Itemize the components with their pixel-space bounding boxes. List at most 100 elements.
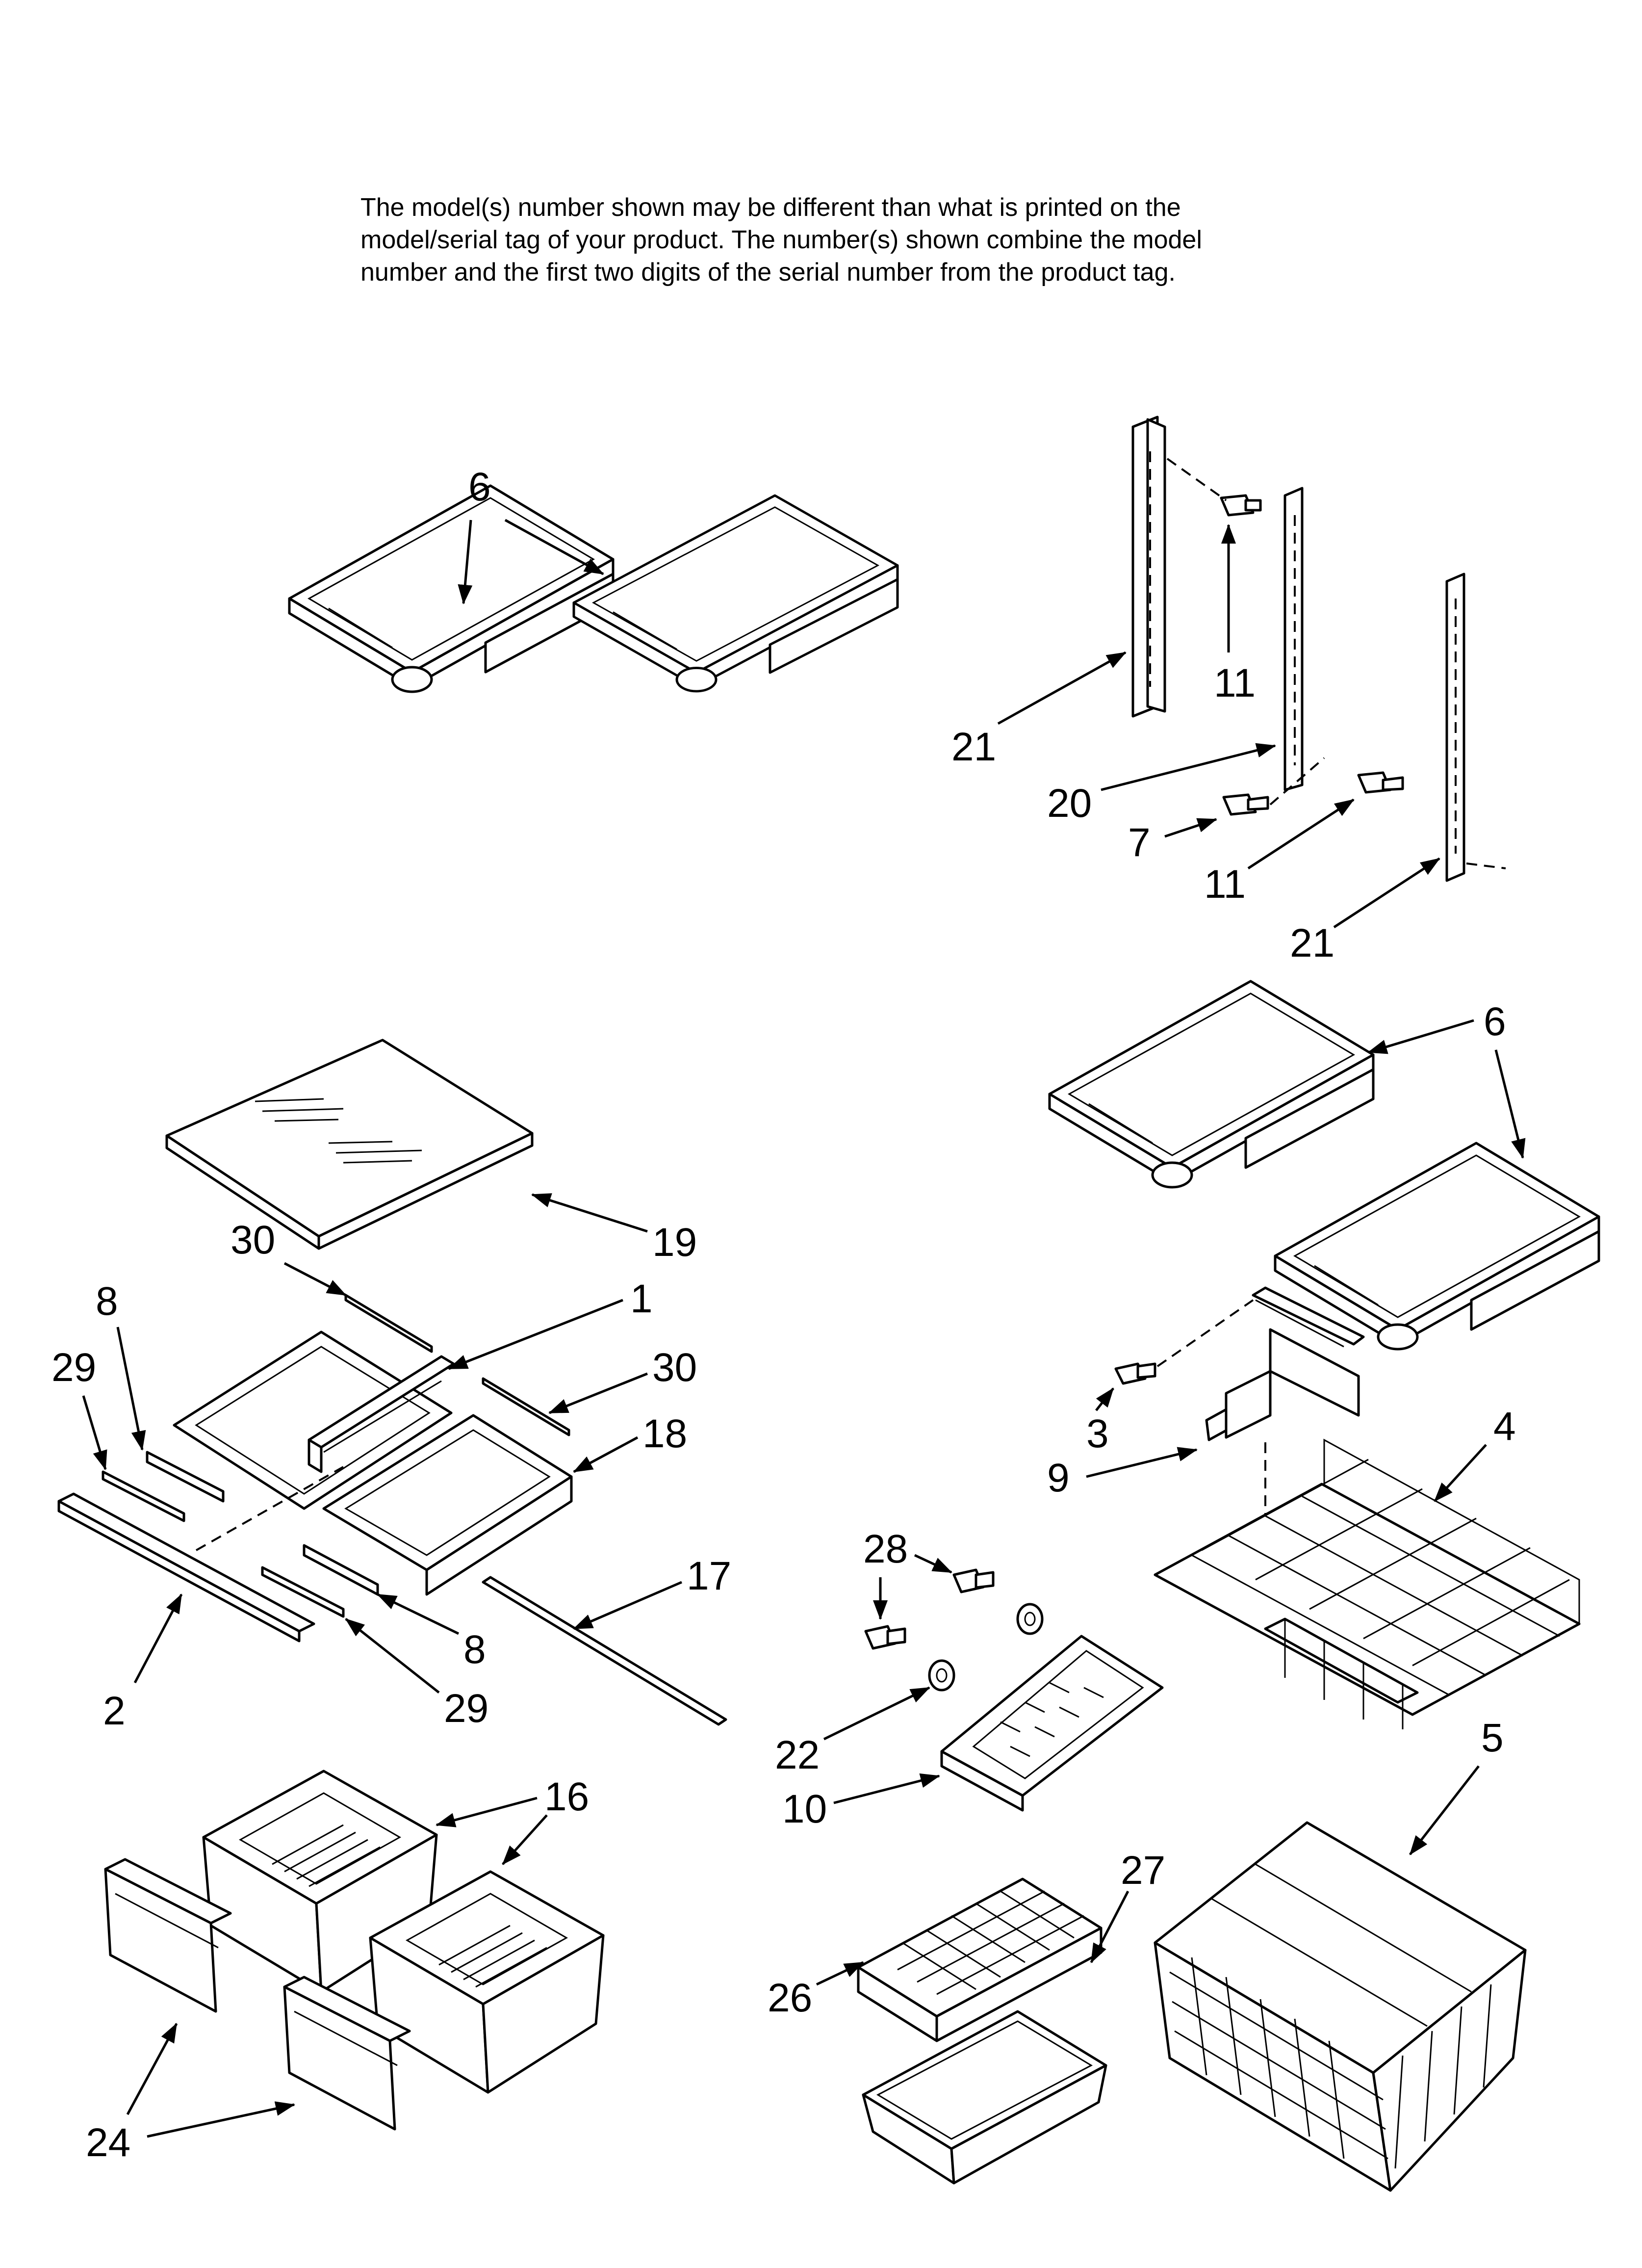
crisper-drawer-part-16-right — [369, 1870, 605, 2094]
header-note-line-3: number and the first two digits of the s… — [360, 258, 1176, 287]
crisper-drawer-part-16-left — [202, 1770, 438, 1993]
divider-part-1 — [308, 1355, 455, 1473]
callout-28: 28 — [863, 1527, 908, 1571]
leader-18 — [573, 1436, 639, 1473]
leader-5 — [1409, 1765, 1480, 1855]
leader-22 — [823, 1686, 930, 1741]
leader-19 — [531, 1193, 648, 1233]
grommet-part-22-top — [1016, 1603, 1044, 1635]
callout-17: 17 — [687, 1554, 731, 1598]
leader-11-bottom — [1247, 798, 1355, 870]
callout-21-left: 21 — [951, 725, 996, 769]
dash-screw-bin — [1156, 1299, 1254, 1367]
shelf-part-6-top-left-a — [289, 486, 613, 692]
callout-21-right: 21 — [1290, 921, 1334, 965]
drawer-handle-part-24-left — [104, 1858, 232, 2013]
leader-2 — [133, 1593, 183, 1684]
front-trim-part-2 — [57, 1492, 315, 1642]
shelf-part-6-right-a — [1050, 981, 1373, 1187]
dash-crisper-centerline — [196, 1466, 344, 1551]
leader-16-a — [436, 1797, 538, 1827]
leader-30-left — [283, 1262, 347, 1297]
callout-30-right: 30 — [652, 1345, 697, 1390]
leader-10 — [833, 1773, 940, 1804]
leader-24-a — [126, 2023, 178, 2115]
leader-27 — [1090, 1890, 1129, 1963]
callout-2: 2 — [103, 1689, 126, 1733]
ladder-rail-part-20 — [1283, 487, 1304, 791]
screw-part-28-top — [952, 1568, 995, 1593]
dash-rail-screw-mid — [1269, 757, 1325, 806]
rod-part-17 — [482, 1576, 727, 1726]
screw-part-7 — [1222, 793, 1269, 816]
dash-rail-screw-top — [1166, 458, 1227, 501]
leader-24-b — [147, 2101, 295, 2138]
strip-part-29-right — [261, 1566, 345, 1618]
callout-27: 27 — [1121, 1848, 1165, 1893]
callout-6-right: 6 — [1484, 999, 1506, 1044]
ice-tray-part-10 — [940, 1635, 1164, 1812]
wire-basket-part-4 — [1154, 1438, 1581, 1729]
leader-28-a — [914, 1554, 952, 1574]
callout-20: 20 — [1047, 781, 1092, 826]
shelf-part-6-top-left-b — [574, 495, 898, 691]
callout-8-right: 8 — [463, 1627, 486, 1672]
leader-6-right-b — [1494, 1049, 1526, 1159]
leader-16-b — [502, 1814, 548, 1865]
leader-6-top-a — [458, 520, 473, 604]
callout-3: 3 — [1086, 1411, 1109, 1456]
callout-1: 1 — [630, 1277, 653, 1321]
header-note-line-2: model/serial tag of your product. The nu… — [360, 226, 1202, 254]
callout-11-top: 11 — [1214, 661, 1256, 705]
callout-8-left: 8 — [96, 1279, 118, 1324]
callout-11-bottom: 11 — [1204, 862, 1246, 907]
wire-basket-drawer-part-5 — [1154, 1821, 1527, 2192]
strip-part-29-left — [102, 1470, 185, 1522]
screw-part-3 — [1114, 1362, 1156, 1385]
leader-29-right — [345, 1618, 440, 1694]
leader-17 — [573, 1581, 682, 1630]
callout-18: 18 — [642, 1411, 687, 1456]
strip-part-30-right — [482, 1377, 570, 1436]
dash-rail-screw-bottom — [1466, 862, 1506, 869]
screw-part-11-bottom — [1357, 771, 1404, 794]
callout-19: 19 — [652, 1220, 697, 1265]
leader-29-left — [82, 1395, 107, 1470]
bin-part-9 — [1205, 1286, 1365, 1441]
leader-1 — [448, 1299, 623, 1370]
crisper-cover-frame-part-18 — [173, 1330, 573, 1596]
leader-20 — [1101, 743, 1276, 791]
strip-part-30-left — [344, 1294, 433, 1353]
callout-4: 4 — [1493, 1404, 1516, 1449]
leader-8-right — [377, 1593, 460, 1635]
leader-26 — [816, 1961, 864, 1986]
callout-6-top: 6 — [468, 465, 491, 509]
callout-22: 22 — [775, 1733, 820, 1777]
leader-3 — [1095, 1387, 1114, 1411]
leader-9 — [1086, 1447, 1198, 1478]
leader-30-right — [548, 1372, 648, 1414]
callout-5: 5 — [1481, 1716, 1504, 1760]
leader-6-right-a — [1367, 1019, 1474, 1054]
bracket-part-8-right — [303, 1544, 379, 1596]
callout-29-right: 29 — [444, 1686, 488, 1731]
ladder-rail-part-21-left — [1131, 416, 1166, 718]
screw-part-28-bottom — [864, 1625, 906, 1650]
callout-7: 7 — [1128, 820, 1151, 865]
ladder-rail-part-21-right — [1445, 573, 1465, 882]
leader-4 — [1434, 1444, 1487, 1502]
ice-bin-part-27 — [862, 2010, 1107, 2185]
callout-24: 24 — [86, 2120, 130, 2165]
drawer-handle-part-24-right — [283, 1976, 411, 2131]
callout-16: 16 — [544, 1774, 589, 1819]
callout-9: 9 — [1047, 1456, 1070, 1500]
screw-part-11-top — [1220, 494, 1262, 517]
bracket-part-8-left — [146, 1451, 225, 1503]
header-note-line-1: The model(s) number shown may be differe… — [360, 193, 1181, 222]
leader-21-right — [1333, 857, 1440, 929]
leader-21-left — [997, 651, 1127, 725]
glass-shelf-part-19 — [165, 1039, 534, 1250]
header-note: The model(s) number shown may be differe… — [360, 191, 1439, 288]
callout-30-left: 30 — [231, 1218, 275, 1262]
